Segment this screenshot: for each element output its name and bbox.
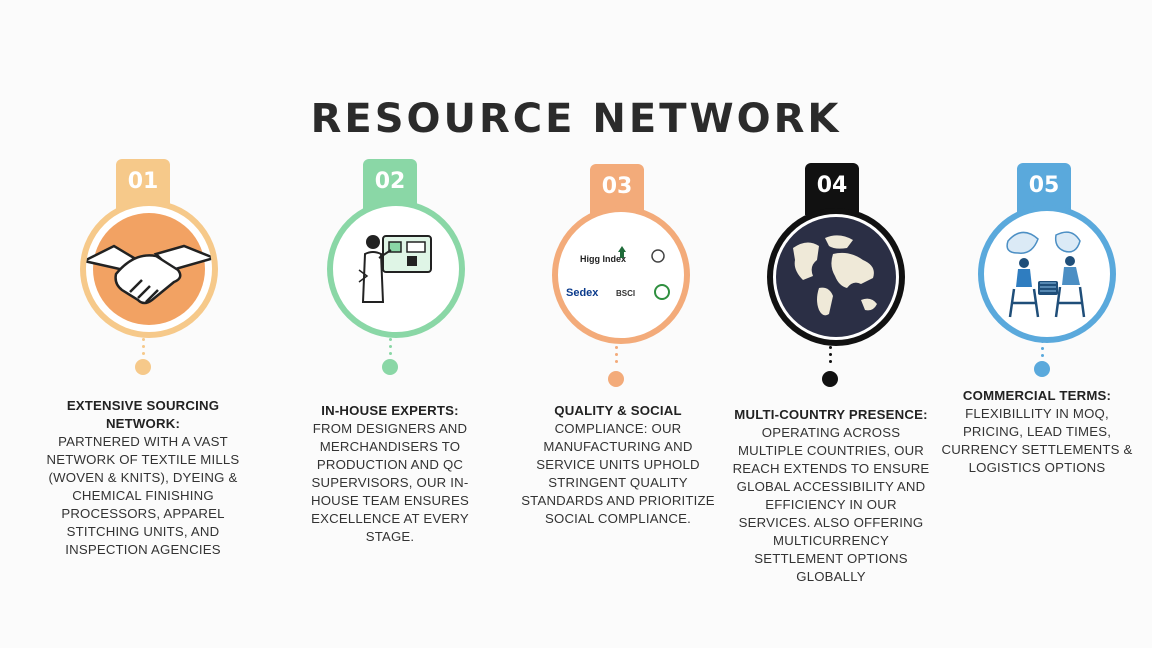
step-4-ring xyxy=(767,208,905,346)
step-5: 05 COMMERCIAL TERMS: FLEXIBILLITY IN MOQ… xyxy=(937,0,1137,648)
oeko-tex-logo-icon xyxy=(654,284,670,300)
step-2-connector xyxy=(389,338,393,359)
step-5-dot xyxy=(1034,361,1050,377)
step-3-dot xyxy=(608,371,624,387)
step-2-dot xyxy=(382,359,398,375)
commerce-team-icon xyxy=(1006,231,1086,318)
step-4-body: OPERATING ACROSS MULTIPLE COUNTRIES, OUR… xyxy=(732,425,930,584)
step-5-connector xyxy=(1041,340,1045,361)
step-5-heading: COMMERCIAL TERMS: xyxy=(962,388,1112,403)
step-1: 01 EXTENSIVE SOURCING NETWORK: PARTNERED… xyxy=(43,0,243,648)
step-4-number: 04 xyxy=(805,163,859,215)
step-2-ring xyxy=(327,200,465,338)
step-5-ring xyxy=(978,205,1116,343)
certification-logos-icon: Higg Index Sedex BSCI xyxy=(566,246,670,300)
step-4-description: MULTI-COUNTRY PRESENCE: OPERATING ACROSS… xyxy=(731,406,931,586)
step-1-description: EXTENSIVE SOURCING NETWORK: PARTNERED WI… xyxy=(43,397,243,559)
step-1-heading: EXTENSIVE SOURCING NETWORK: xyxy=(66,398,220,431)
step-2-heading: IN-HOUSE EXPERTS: xyxy=(321,403,459,418)
step-1-body: PARTNERED WITH A VAST NETWORK OF TEXTILE… xyxy=(46,434,240,557)
step-2: 02 IN-HOUSE EXPERTS: FROM DESIGNERS AND … xyxy=(290,0,490,648)
step-3: 03 Higg Index Sedex BSCI QUALITY & SOCIA… xyxy=(518,0,718,648)
step-2-description: IN-HOUSE EXPERTS: FROM DESIGNERS AND MER… xyxy=(290,402,490,546)
fsc-logo-icon xyxy=(618,246,626,258)
step-5-body: FLEXIBILLITY IN MOQ, PRICING, LEAD TIMES… xyxy=(941,406,1133,475)
step-3-heading: QUALITY & SOCIAL xyxy=(554,403,682,418)
page-title: RESOURCE NETWORK xyxy=(310,96,842,142)
grs-logo-icon xyxy=(651,249,665,263)
logo-sedex: Sedex xyxy=(566,287,599,299)
step-3-body: COMPLIANCE: OUR MANUFACTURING AND SERVIC… xyxy=(521,421,715,526)
step-3-description: QUALITY & SOCIAL COMPLIANCE: OUR MANUFAC… xyxy=(518,402,718,528)
expert-board-icon xyxy=(358,235,432,303)
logo-higg-index: Higg Index xyxy=(580,254,626,264)
step-1-dot xyxy=(135,359,151,375)
step-4-dot xyxy=(822,371,838,387)
step-3-connector xyxy=(615,346,619,367)
step-4-heading: MULTI-COUNTRY PRESENCE: xyxy=(734,407,928,422)
logo-bsci: BSCI xyxy=(616,289,635,298)
step-4-connector xyxy=(829,346,833,367)
step-4: 04 MULTI-COUNTRY PRESENCE: OPERATING ACR… xyxy=(731,0,931,648)
step-2-body: FROM DESIGNERS AND MERCHANDISERS TO PROD… xyxy=(311,421,469,544)
step-5-description: COMMERCIAL TERMS: FLEXIBILLITY IN MOQ, P… xyxy=(937,387,1137,477)
step-1-ring xyxy=(80,200,218,338)
handshake-icon xyxy=(86,213,212,325)
step-1-connector xyxy=(142,338,146,359)
globe-icon xyxy=(776,217,896,337)
step-3-ring: Higg Index Sedex BSCI xyxy=(552,206,690,344)
